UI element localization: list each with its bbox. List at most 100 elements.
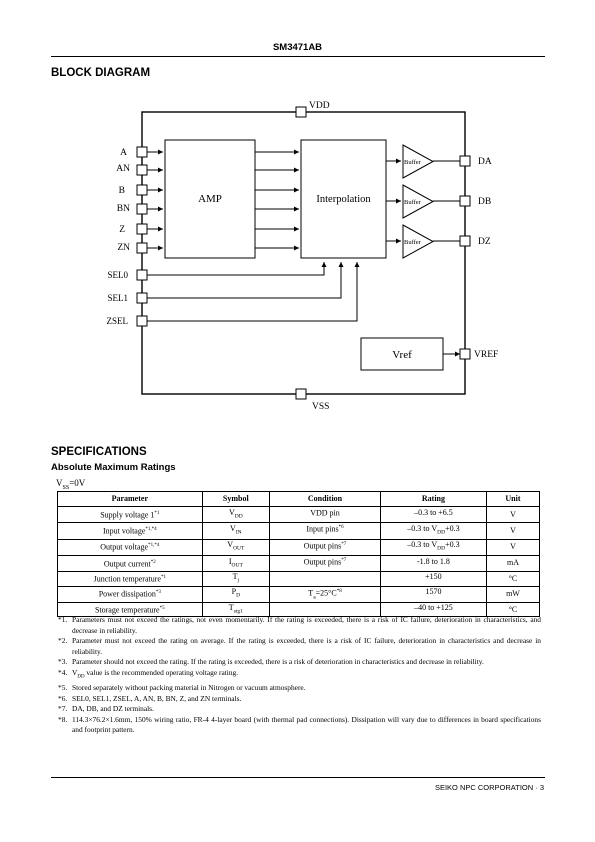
- cell-condition: [269, 571, 381, 587]
- cell-symbol: IOUT: [201, 554, 271, 573]
- svg-text:A: A: [120, 148, 127, 158]
- footnote: *6.SEL0, SEL1, ZSEL, A, AN, B, BN, Z, an…: [58, 694, 541, 705]
- footnote-text: 114.3×76.2×1.6mm, 150% wiring ratio, FR-…: [72, 714, 541, 735]
- input-pin-bn: BN: [117, 203, 163, 215]
- vss-label: VSS: [312, 402, 329, 412]
- cell-condition: VDD pin: [269, 505, 381, 524]
- vref-label: Vref: [392, 349, 412, 361]
- amp-block: [164, 139, 256, 259]
- svg-text:Buffer: Buffer: [404, 159, 422, 166]
- footnote-text: DA, DB, and DZ terminals.: [72, 704, 154, 714]
- cell-rating: –0.3 to VDD+0.3: [379, 538, 487, 556]
- footnote: *4.VDD value is the recommended operatin…: [58, 668, 541, 683]
- footnote: *8. 114.3×76.2×1.6mm, 150% wiring ratio, …: [58, 715, 541, 736]
- footnote-label: *5.: [58, 683, 68, 693]
- header-rule: [51, 56, 545, 57]
- block-diagram: VDD VSS AMP Interpolation Vref A AN: [107, 101, 499, 412]
- footer-text: SEIKO NPC CORPORATION · 3: [434, 783, 544, 792]
- cell-symbol: VDD: [201, 505, 271, 524]
- footnote-label: *7.: [58, 704, 68, 714]
- col-unit: Unit: [485, 491, 541, 507]
- ratings-subtitle: Absolute Maximum Ratings: [51, 462, 176, 473]
- cell-parameter: Supply voltage 1*1: [57, 505, 203, 524]
- footnote: *3. Parameter should not exceed the ratin…: [58, 657, 541, 668]
- cell-condition: Ta=25°C*8: [269, 585, 381, 603]
- cell-unit: mW: [485, 585, 541, 603]
- cell-symbol: VIN: [201, 522, 271, 540]
- svg-text:ZSEL: ZSEL: [107, 316, 129, 326]
- cell-parameter: Junction temperature*1: [57, 571, 203, 587]
- cell-symbol: PD: [201, 585, 271, 603]
- vss-condition: VSS=0V: [56, 478, 86, 491]
- footnote-text: Stored separately without packing materi…: [72, 683, 306, 693]
- input-pin-sel1: SEL1: [107, 262, 344, 304]
- input-pin-a: A: [120, 146, 163, 158]
- svg-text:DA: DA: [478, 157, 492, 167]
- cell-condition: Output pins*7: [269, 554, 381, 573]
- cell-unit: V: [485, 522, 541, 540]
- block-diagram-title: BLOCK DIAGRAM: [51, 67, 151, 79]
- footnote: *2. Parameter must not exceed the rating …: [58, 636, 541, 657]
- footer-rule: [51, 777, 545, 778]
- cell-condition: Output pins*7: [269, 538, 381, 556]
- cell-parameter: Power dissipation*3: [57, 585, 203, 603]
- svg-text:AN: AN: [116, 164, 130, 174]
- output-pin-vref: VREF: [459, 348, 498, 360]
- svg-text:SEL0: SEL0: [107, 270, 128, 280]
- footnotes: *1. Parameters must not exceed the rating…: [58, 615, 541, 736]
- interpolation-label: Interpolation: [316, 194, 371, 205]
- cell-parameter: Output voltage*1,*4: [57, 538, 203, 556]
- input-pin-z: Z: [119, 223, 163, 235]
- footnote-text: Parameters must not exceed the ratings, …: [72, 615, 541, 635]
- cell-rating: +150: [379, 571, 487, 587]
- svg-text:VREF: VREF: [474, 350, 498, 360]
- cell-condition: Input pins*6: [269, 522, 381, 540]
- cell-rating: 1570: [379, 585, 487, 603]
- footnote: *5. Stored separately without packing mat…: [58, 683, 541, 694]
- buffer-db: Buffer DB: [386, 184, 491, 219]
- cell-parameter: Input voltage*1,*4: [57, 522, 203, 540]
- footnote: *1. Parameters must not exceed the rating…: [58, 615, 541, 636]
- vdd-label: VDD: [309, 101, 330, 111]
- col-parameter: Parameter: [57, 491, 203, 507]
- col-rating: Rating: [379, 491, 487, 507]
- cell-rating: –0.3 to +6.5: [379, 505, 487, 524]
- cell-rating: -1.8 to 1.8: [379, 554, 487, 573]
- footnote-text: SEL0, SEL1, ZSEL, A, AN, B, BN, Z, and Z…: [72, 693, 242, 703]
- absolute-max-ratings-table: Parameter Symbol Condition Rating Unit S…: [57, 491, 541, 618]
- cell-unit: V: [485, 538, 541, 556]
- svg-text:B: B: [119, 186, 125, 196]
- amp-label: AMP: [198, 193, 222, 205]
- input-pin-sel0: SEL0: [107, 262, 327, 281]
- footnote: *7. DA, DB, and DZ terminals.: [58, 704, 541, 715]
- footnote-label: *2.: [58, 636, 68, 646]
- cell-rating: –40 to +125: [379, 601, 487, 618]
- cell-symbol: VOUT: [201, 538, 271, 556]
- svg-text:Z: Z: [119, 225, 125, 235]
- input-pin-zsel: ZSEL: [107, 262, 360, 327]
- svg-text:ZN: ZN: [117, 243, 130, 253]
- svg-text:DZ: DZ: [478, 237, 491, 247]
- input-pin-b: B: [119, 184, 163, 196]
- col-symbol: Symbol: [201, 491, 271, 507]
- footnote-label: *1.: [58, 615, 68, 624]
- svg-text:SEL1: SEL1: [107, 293, 128, 303]
- footnote-text: Parameter must not exceed the rating on …: [72, 636, 541, 656]
- footnote-text: Parameter should not exceed the rating. …: [72, 657, 484, 667]
- footnote-text: VDD value is the recommended operating v…: [72, 667, 239, 680]
- footnote-label: *3.: [58, 657, 68, 667]
- footnote-label: *8.: [58, 714, 68, 724]
- buffer-da: Buffer DA: [386, 144, 492, 179]
- specifications-title: SPECIFICATIONS: [51, 446, 147, 458]
- svg-text:Buffer: Buffer: [404, 239, 422, 246]
- vdd-pin: [295, 106, 307, 118]
- svg-text:Buffer: Buffer: [404, 199, 422, 206]
